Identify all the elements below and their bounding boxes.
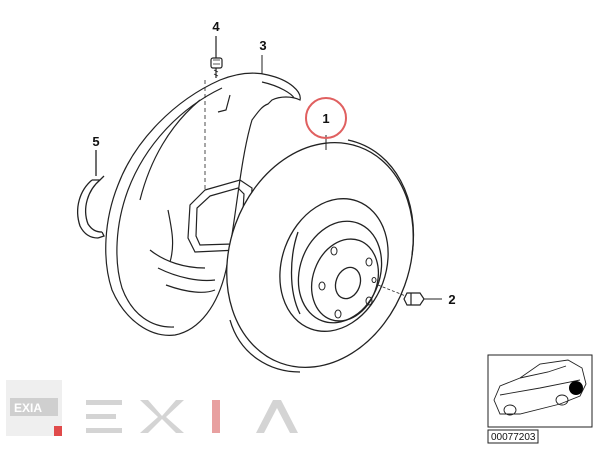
callout-2: 2 xyxy=(448,292,455,307)
exia-watermark: EXIA xyxy=(6,380,298,436)
callout-1: 1 xyxy=(322,111,329,126)
car-icon xyxy=(493,359,587,416)
callout-5: 5 xyxy=(92,134,99,149)
callout-4: 4 xyxy=(212,19,220,34)
part-number: 00077203 xyxy=(491,432,536,443)
callouts: 1 2 3 4 5 xyxy=(92,19,455,307)
exia-wordmark xyxy=(86,400,298,433)
svg-text:EXIA: EXIA xyxy=(14,401,42,415)
callout-3: 3 xyxy=(259,38,266,53)
exia-logo-badge: EXIA xyxy=(6,380,62,436)
highlight-circle xyxy=(305,97,347,139)
rear-wheel-marker xyxy=(569,381,583,395)
set-screw xyxy=(377,284,442,306)
mounting-bolt xyxy=(204,36,223,190)
brake-shoe-clip xyxy=(77,150,105,239)
car-locator-inset: 00077203 xyxy=(487,354,593,444)
brake-disc xyxy=(226,135,415,373)
